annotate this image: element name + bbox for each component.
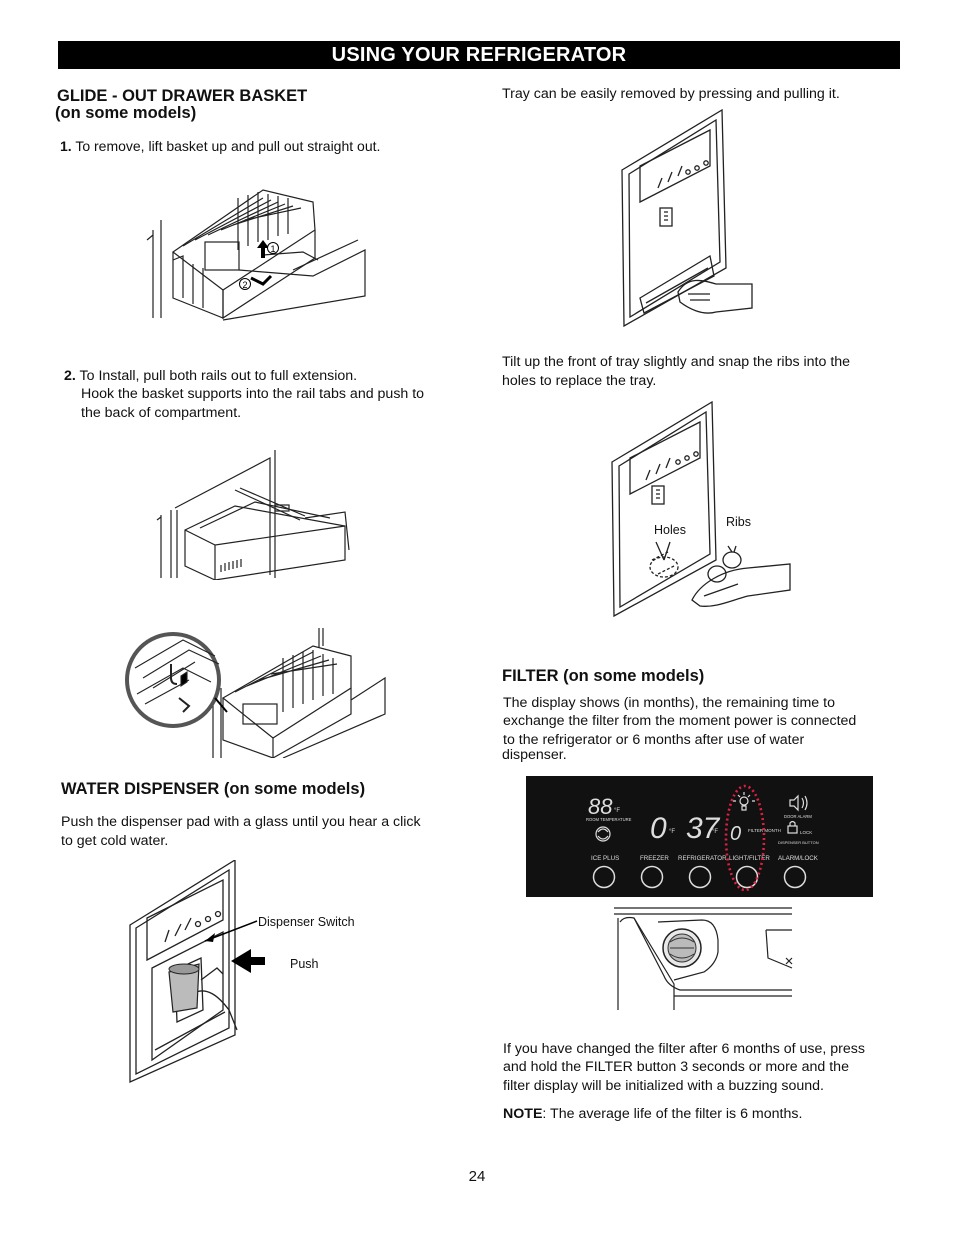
filter-after-line3: filter display will be initialized with … — [503, 1078, 824, 1094]
door-alarm-label: DOOR ALARM — [784, 814, 812, 819]
tray-replace-line2: holes to replace the tray. — [502, 373, 657, 389]
room-temperature-label: ROOM TEMPERATURE — [586, 817, 632, 822]
ice-plus-icon — [595, 826, 611, 842]
glide-step1-number: 1. — [60, 138, 72, 154]
zoom-inset — [125, 632, 221, 728]
push-arrows — [204, 920, 265, 973]
filter-line4: dispenser. — [502, 747, 567, 763]
basket-removal-illustration: 1 2 — [146, 189, 366, 321]
lift-arrow-icon — [257, 240, 269, 258]
glide-step2-number: 2. — [64, 368, 76, 384]
glide-step2-line3: the back of compartment. — [81, 405, 242, 421]
fridge-unit-b: °F — [712, 829, 718, 835]
filter-heading: FILTER (on some models) — [502, 667, 705, 685]
note-text: : The average life of the filter is 6 mo… — [542, 1106, 803, 1122]
alarm-lock-button — [783, 865, 807, 889]
tray-remove-text: Tray can be easily removed by pressing a… — [502, 86, 840, 102]
note-label: NOTE — [503, 1106, 543, 1122]
light-bulb-icon — [739, 796, 749, 806]
page-number: 24 — [468, 1168, 486, 1185]
light-filter-button — [735, 865, 759, 889]
callout-2: 2 — [242, 280, 247, 290]
fridge-temp-b: 37 — [686, 812, 721, 845]
glide-heading-line1: GLIDE - OUT DRAWER BASKET — [57, 87, 308, 105]
rails-extension-illustration — [156, 450, 350, 580]
filter-line1: The display shows (in months), the remai… — [503, 695, 835, 711]
tray-replace-illustration — [611, 400, 791, 618]
tray-removal-illustration — [621, 108, 753, 328]
filter-line2: exchange the filter from the moment powe… — [503, 713, 857, 729]
filter-line3: to the refrigerator or 6 months after us… — [503, 732, 805, 748]
fridge-temp-a: 0 — [650, 812, 667, 845]
filter-highlight-ring — [724, 784, 766, 892]
page-banner-title: USING YOUR REFRIGERATOR — [58, 41, 900, 69]
water-line1: Push the dispenser pad with a glass unti… — [61, 814, 421, 830]
water-line2: to get cold water. — [61, 833, 169, 849]
glide-step2-line1: To Install, pull both rails out to full … — [79, 368, 358, 384]
glide-heading-line2: (on some models) — [55, 104, 197, 122]
lock-icon — [787, 825, 798, 834]
light-filter-label: LIGHT/FILTER — [729, 855, 770, 862]
freezer-button — [640, 865, 664, 889]
speaker-icon — [789, 794, 808, 812]
filter-after-line1: If you have changed the filter after 6 m… — [503, 1041, 865, 1057]
ice-plus-button — [592, 865, 616, 889]
push-arrow-icon — [231, 949, 265, 973]
lock-label: LOCK — [800, 830, 812, 835]
callout-1: 1 — [270, 244, 275, 254]
glide-step1-text: To remove, lift basket up and pull out s… — [75, 138, 381, 154]
glide-step2-line2: Hook the basket supports into the rail t… — [81, 386, 425, 402]
dispenser-switch-label: Dispenser Switch — [258, 915, 355, 929]
freezer-unit: °F — [614, 808, 620, 814]
pull-arrow-icon — [250, 274, 273, 286]
holes-label: Holes — [654, 523, 686, 537]
control-panel-display: 88 °F ROOM TEMPERATURE 0 °F 37 °F 0 FILT… — [526, 776, 873, 897]
ice-plus-label: ICE PLUS — [591, 855, 619, 862]
glide-step1: 1. To remove, lift basket up and pull ou… — [60, 137, 380, 156]
refrigerator-button — [688, 865, 712, 889]
freezer-label: FREEZER — [640, 855, 669, 862]
filter-month-digit: 0 — [730, 823, 741, 845]
push-label: Push — [290, 957, 319, 971]
filter-note: NOTE: The average life of the filter is … — [503, 1105, 802, 1124]
hook-basket-illustration — [125, 628, 386, 758]
ribs-label: Ribs — [726, 515, 752, 529]
filter-cap-illustration — [614, 907, 793, 1010]
filter-after-line2: and hold the FILTER button 3 seconds or … — [503, 1059, 849, 1075]
tray-replace-line1: Tilt up the front of tray slightly and s… — [502, 354, 851, 370]
refrigerator-label: REFRIGERATOR — [678, 855, 727, 862]
freezer-temp-readout: 88 — [588, 794, 613, 819]
glide-step2: 2. To Install, pull both rails out to fu… — [64, 367, 357, 386]
alarm-lock-label: ALARM/LOCK — [778, 855, 819, 862]
filter-month-label: FILTER MONTH — [748, 828, 781, 833]
fridge-unit-a: °F — [669, 829, 675, 835]
water-heading: WATER DISPENSER (on some models) — [61, 780, 366, 798]
dispenser-button-label: DISPENSER BUTTON — [778, 840, 819, 845]
water-dispenser-illustration — [129, 860, 238, 1084]
